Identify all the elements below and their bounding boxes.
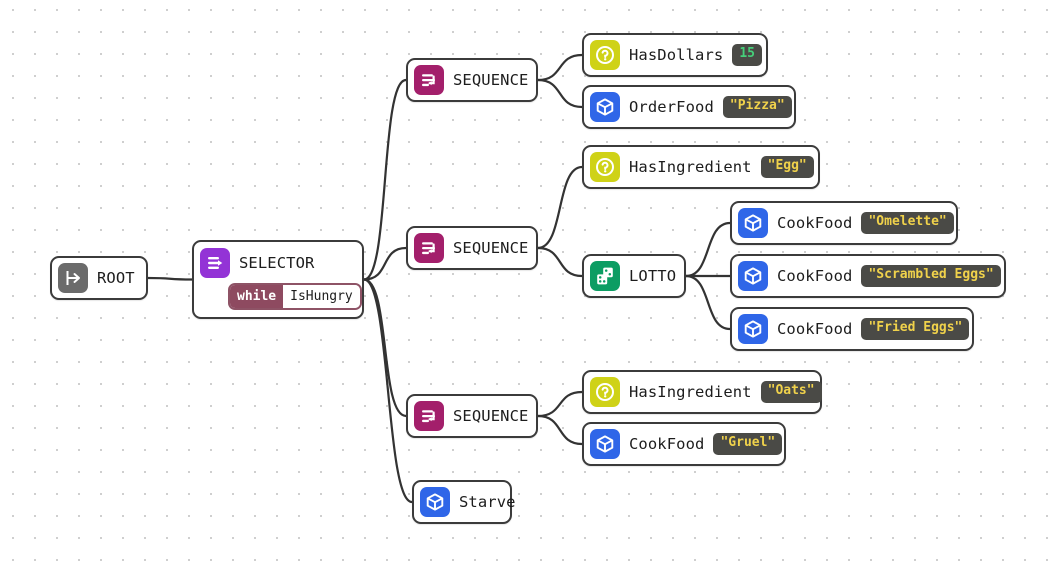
action-icon xyxy=(590,92,620,122)
node-cookfood-gruel[interactable]: CookFood "Gruel" xyxy=(582,422,786,466)
decorator-key: while xyxy=(230,285,284,308)
condition-icon xyxy=(590,40,620,70)
sequence-icon xyxy=(414,65,444,95)
node-cookfood-fried-eggs-badge: "Fried Eggs" xyxy=(861,318,970,340)
edge-selector-to-seq2 xyxy=(362,246,408,281)
edge-seq3-to-hasoats xyxy=(536,390,584,418)
node-cookfood-omelette[interactable]: CookFood "Omelette" xyxy=(730,201,958,245)
decorator-value: IsHungry xyxy=(283,285,360,308)
node-hasdollars[interactable]: HasDollars 15 xyxy=(582,33,768,77)
edge-lotto-to-cook1 xyxy=(684,221,732,278)
node-cookfood-omelette-label: CookFood xyxy=(777,214,853,232)
lotto-dice-icon xyxy=(590,261,620,291)
sequence-icon xyxy=(414,401,444,431)
edge-seq2-to-lotto xyxy=(536,246,584,278)
edge-lotto-to-cook3 xyxy=(684,274,732,331)
root-arrow-icon xyxy=(58,263,88,293)
node-hasdollars-label: HasDollars xyxy=(629,46,724,64)
node-selector-label: SELECTOR xyxy=(239,254,315,272)
node-hasingredient-egg[interactable]: HasIngredient "Egg" xyxy=(582,145,820,189)
node-cookfood-fried-eggs-label: CookFood xyxy=(777,320,853,338)
node-hasingredient-oats[interactable]: HasIngredient "Oats" xyxy=(582,370,822,414)
node-hasingredient-egg-badge: "Egg" xyxy=(760,156,814,178)
node-starve-label: Starve xyxy=(459,493,516,511)
action-icon xyxy=(738,314,768,344)
decorator-while[interactable]: while IsHungry xyxy=(228,283,362,310)
node-sequence-3-label: SEQUENCE xyxy=(453,407,529,425)
node-orderfood[interactable]: OrderFood "Pizza" xyxy=(582,85,796,129)
node-hasdollars-badge: 15 xyxy=(732,44,762,66)
condition-icon xyxy=(590,377,620,407)
node-sequence-2[interactable]: SEQUENCE xyxy=(406,226,538,270)
node-cookfood-omelette-badge: "Omelette" xyxy=(861,212,954,234)
node-cookfood-gruel-badge: "Gruel" xyxy=(713,433,783,455)
edge-selector-to-starve xyxy=(362,278,414,504)
node-selector[interactable]: SELECTOR while IsHungry xyxy=(192,240,364,319)
edge-seq1-to-hasdollars xyxy=(536,53,584,82)
action-icon xyxy=(420,487,450,517)
node-cookfood-scrambled-eggs-badge: "Scrambled Eggs" xyxy=(861,265,1001,287)
edge-selector-to-seq1 xyxy=(362,78,408,281)
node-cookfood-scrambled-eggs-label: CookFood xyxy=(777,267,853,285)
sequence-icon xyxy=(414,233,444,263)
selector-icon xyxy=(200,248,230,278)
node-hasingredient-egg-label: HasIngredient xyxy=(629,158,752,176)
node-cookfood-gruel-label: CookFood xyxy=(629,435,705,453)
node-hasingredient-oats-badge: "Oats" xyxy=(760,381,822,403)
node-starve[interactable]: Starve xyxy=(412,480,515,524)
node-cookfood-scrambled-eggs[interactable]: CookFood "Scrambled Eggs" xyxy=(730,254,1006,298)
action-icon xyxy=(738,261,768,291)
edge-seq3-to-cookgruel xyxy=(536,414,584,446)
action-icon xyxy=(738,208,768,238)
node-hasingredient-oats-label: HasIngredient xyxy=(629,383,752,401)
edge-seq2-to-hasegg xyxy=(536,165,584,250)
node-sequence-3[interactable]: SEQUENCE xyxy=(406,394,538,438)
edge-root-to-selector xyxy=(146,276,194,281)
node-orderfood-badge: "Pizza" xyxy=(722,96,792,118)
node-lotto[interactable]: LOTTO xyxy=(582,254,686,298)
node-root[interactable]: ROOT xyxy=(50,256,148,300)
action-icon xyxy=(590,429,620,459)
node-cookfood-fried-eggs[interactable]: CookFood "Fried Eggs" xyxy=(730,307,974,351)
condition-icon xyxy=(590,152,620,182)
node-orderfood-label: OrderFood xyxy=(629,98,714,116)
node-sequence-1[interactable]: SEQUENCE xyxy=(406,58,538,102)
edge-seq1-to-orderfood xyxy=(536,78,584,109)
node-lotto-label: LOTTO xyxy=(629,267,677,285)
node-sequence-2-label: SEQUENCE xyxy=(453,239,529,257)
node-root-label: ROOT xyxy=(97,269,135,287)
edge-selector-to-seq3 xyxy=(362,278,408,418)
node-sequence-1-label: SEQUENCE xyxy=(453,71,529,89)
